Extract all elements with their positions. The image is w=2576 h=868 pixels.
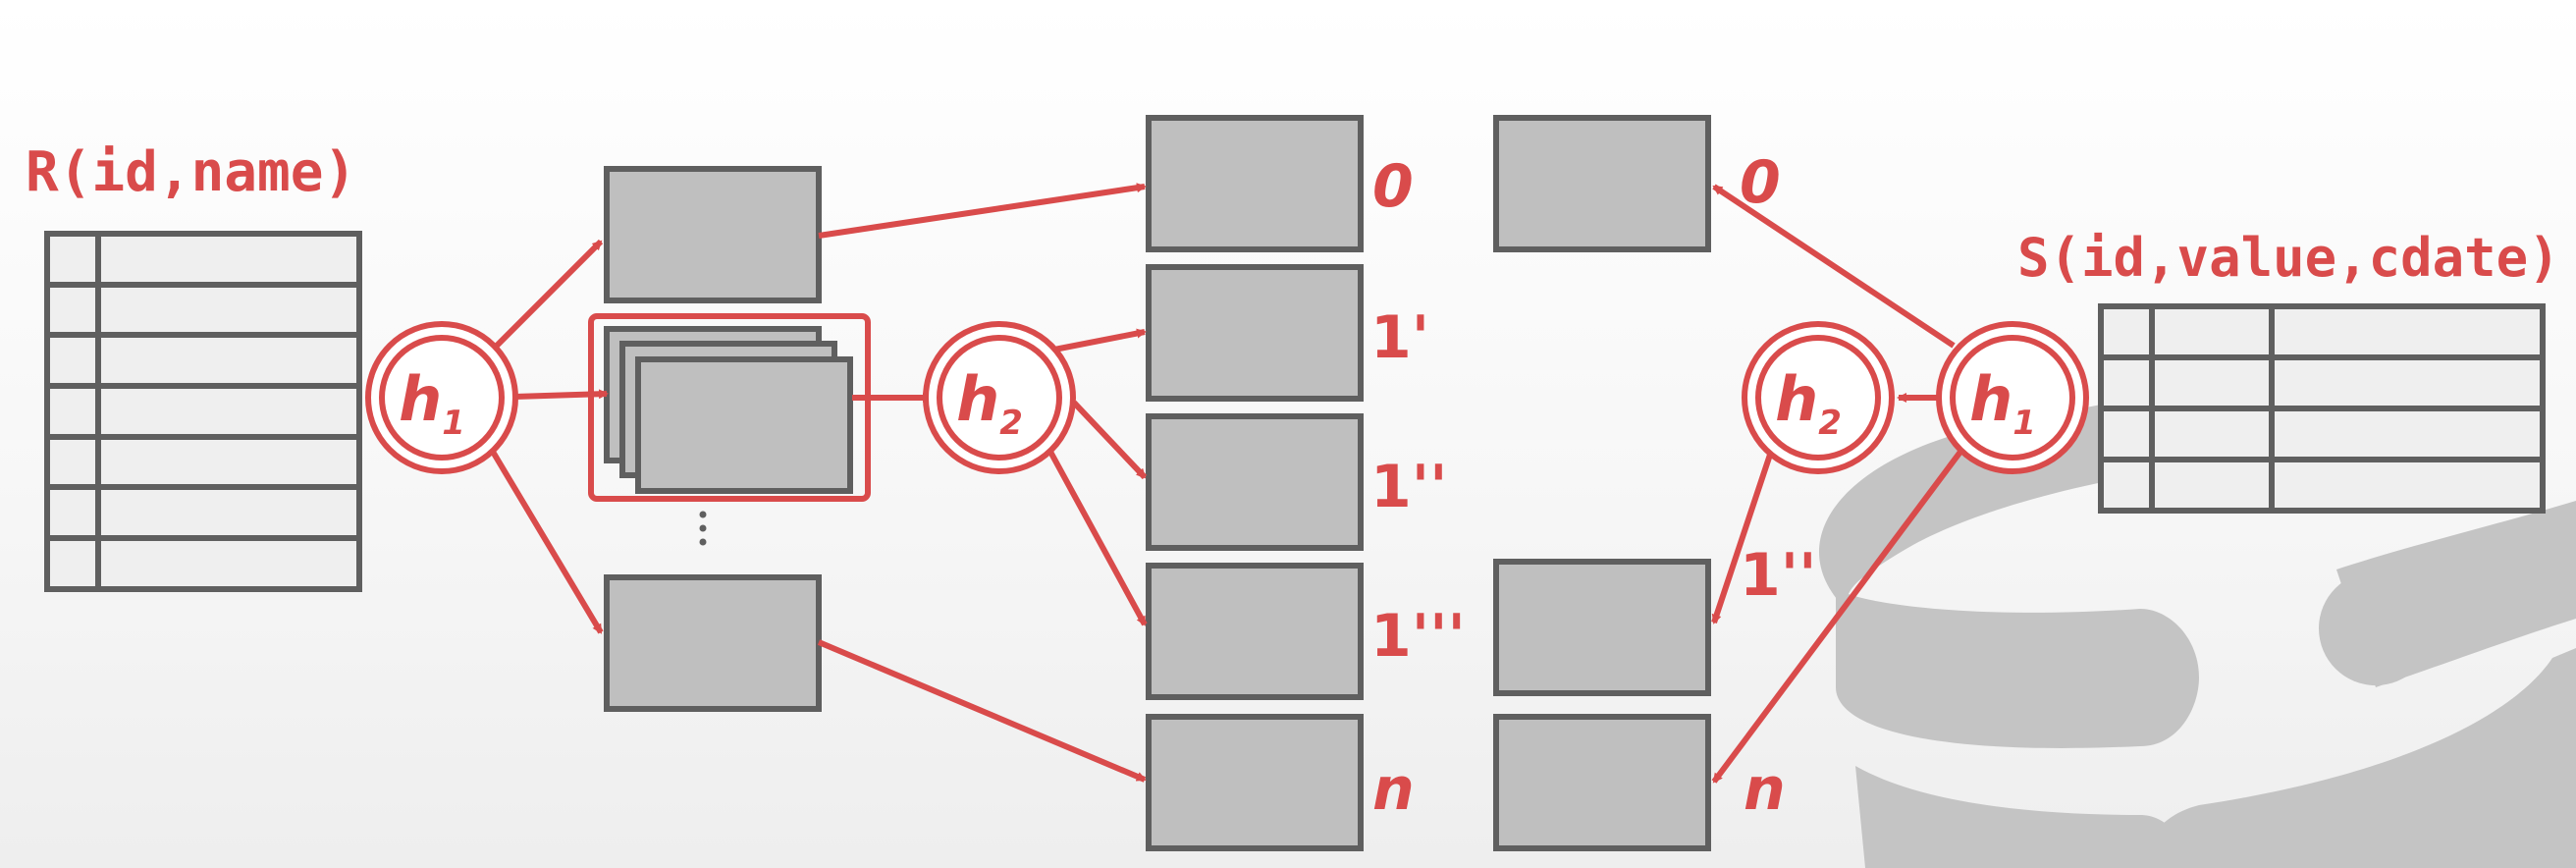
hash-h2-left: h2 [923,321,1076,474]
arrow-sh1-to-right-0 [1712,184,1956,349]
arrows [490,183,1966,784]
left-bucket-0 [1146,115,1364,252]
arrow-sh1-to-right-n [1711,446,1966,784]
arrow-h1-to-top-bucket [490,239,604,353]
svg-text:h1: h1 [1969,363,2036,443]
left-partition-label-1p: 1' [1370,303,1430,372]
bucket-h1-bottom [604,574,822,712]
bucket-h1-top [604,166,822,303]
right-bucket-0 [1493,115,1711,252]
arrow-h1-to-bottom-bucket [490,450,604,634]
table-r [44,231,362,592]
svg-text:h1: h1 [399,363,465,443]
right-bucket-n [1493,714,1711,851]
hash-h1-left: h1 [365,321,518,474]
arrow-h2-to-1pp [1071,400,1148,480]
hash-h2-right: h2 [1742,321,1895,474]
left-bucket-1p [1146,264,1364,402]
right-bucket-1ppp [1493,559,1711,696]
bucket-h1-overflow-page-3 [635,356,853,494]
arrow-sh2-to-right-1ppp [1711,451,1774,624]
left-partition-label-1pp: 1'' [1370,453,1448,521]
left-bucket-1pp [1146,413,1364,551]
left-partition-label-0: 0 [1372,152,1414,221]
right-partition-label-1ppp: 1''' [1740,541,1835,610]
left-partition-label-n: n [1372,755,1415,824]
table-s [2098,303,2546,514]
left-bucket-1ppp [1146,563,1364,700]
arrow-h1-to-overflow [513,389,609,400]
database-logo-background [1819,393,2576,868]
arrow-h2-to-1p [1053,328,1147,353]
svg-text:h2: h2 [1775,363,1842,443]
left-bucket-n [1146,714,1364,851]
table-s-label: S(id,value,cdate) [2017,227,2560,289]
ellipsis-dots [699,511,707,546]
right-partition-label-0: 0 [1740,148,1781,217]
bucket-h1-overflow-group [588,313,871,502]
arrow-top-to-0 [818,183,1147,239]
svg-text:h2: h2 [956,363,1023,443]
arrow-bottom-to-n [817,639,1147,783]
arrow-h2-to-1ppp [1047,450,1148,626]
table-r-label: R(id,name) [26,140,357,204]
hash-h1-right: h1 [1936,321,2089,474]
right-partition-label-n: n [1744,755,1786,824]
left-partition-label-1ppp: 1''' [1370,602,1466,671]
